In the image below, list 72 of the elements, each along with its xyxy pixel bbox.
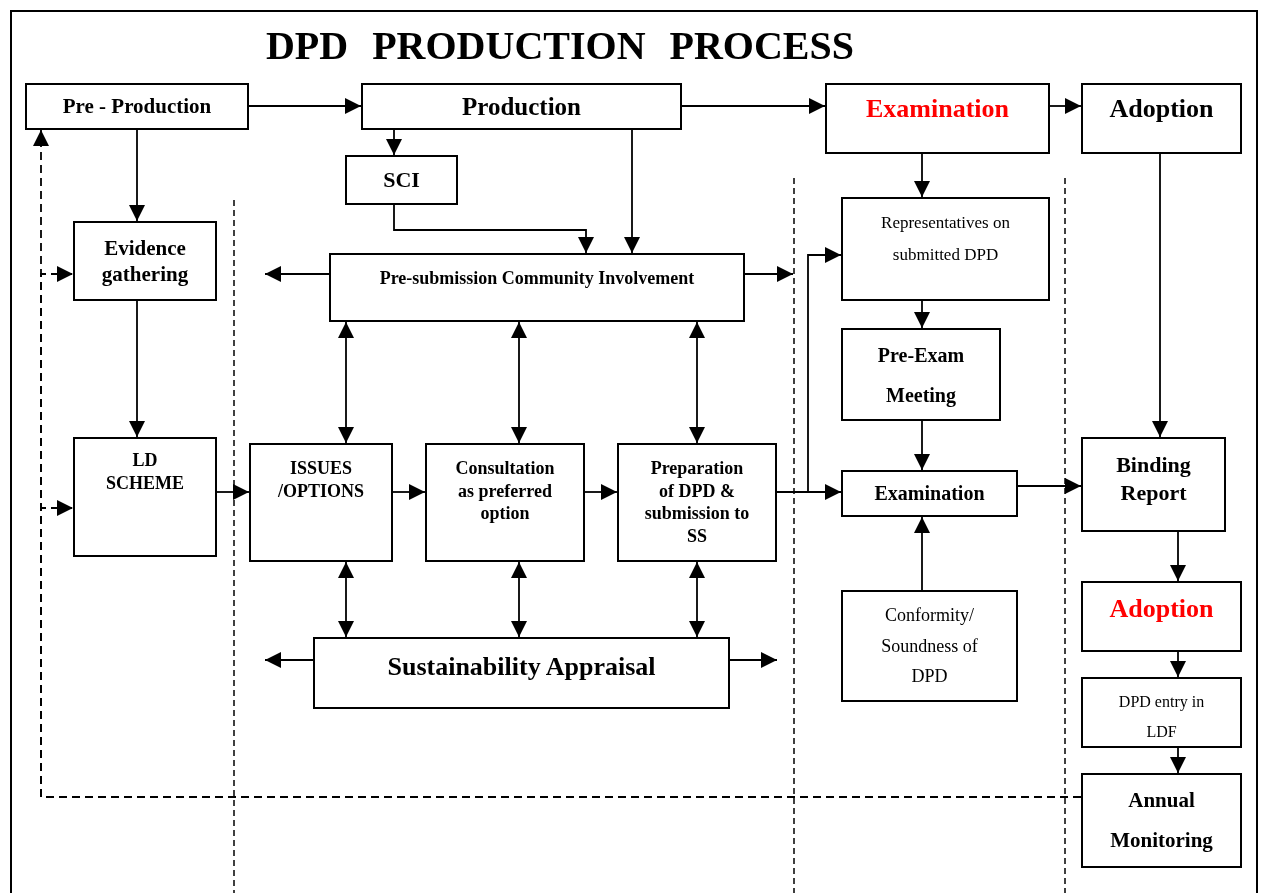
node-label: Pre-submission Community Involvement: [379, 267, 695, 290]
arrow: [1170, 747, 1186, 774]
arrow: [216, 484, 250, 500]
arrow: [729, 652, 778, 668]
arrow: [1170, 531, 1186, 582]
node-label: Examination: [866, 93, 1009, 125]
process-box: [1081, 677, 1242, 748]
arrow: [129, 129, 145, 222]
arrow: [914, 516, 930, 591]
process-box: [1081, 437, 1226, 532]
node-label: Examination: [874, 481, 985, 506]
process-box: [361, 83, 682, 130]
node-label: Annual Monitoring: [1109, 786, 1214, 854]
arrow: [392, 484, 426, 500]
node-label: DPD entry in LDF: [1117, 692, 1206, 743]
arrow: [1152, 153, 1168, 438]
arrow: [914, 153, 930, 198]
process-box: [841, 328, 1001, 421]
node-label: Representatives on submitted DPD: [880, 212, 1011, 267]
process-box: [73, 437, 217, 557]
node-label: Sustainability Appraisal: [387, 651, 656, 683]
arrow: [129, 300, 145, 438]
node-label: Pre - Production: [62, 93, 212, 120]
arrow: [1017, 478, 1082, 494]
node-label: SCI: [383, 166, 420, 194]
process-box: [425, 443, 585, 562]
process-box: [1081, 773, 1242, 868]
node-label: Adoption: [1109, 93, 1214, 125]
arrow: [776, 484, 842, 500]
node-label: Binding Report: [1115, 451, 1192, 506]
stage-box: [1081, 83, 1242, 154]
arrow: [248, 98, 362, 114]
arrow: [393, 204, 594, 254]
arrow: [386, 129, 402, 156]
node-label: Evidence gathering: [100, 234, 190, 288]
process-box: [25, 83, 249, 130]
arrow: [264, 652, 314, 668]
arrow: [624, 129, 640, 254]
arrow: [338, 321, 354, 444]
node-label: Pre-Exam Meeting: [876, 342, 966, 409]
arrow: [1170, 651, 1186, 678]
process-box: [345, 155, 458, 205]
process-box: [1081, 581, 1242, 652]
node-label: Production: [462, 91, 581, 122]
arrow: [914, 300, 930, 329]
arrow: [914, 420, 930, 471]
node-label: Conformity/ Soundness of DPD: [880, 604, 979, 689]
arrow: [689, 561, 705, 638]
node-label: Preparation of DPD & submission to SS: [643, 457, 751, 547]
process-box: [617, 443, 777, 562]
process-box: [841, 197, 1050, 301]
arrow: [264, 266, 330, 282]
process-box: [313, 637, 730, 709]
process-box: [249, 443, 393, 562]
arrow: [744, 266, 794, 282]
arrow: [1049, 98, 1082, 114]
arrow: [689, 321, 705, 444]
process-box: [841, 470, 1018, 517]
arrow: [511, 561, 527, 638]
arrow: [511, 321, 527, 444]
node-label: Consultation as preferred option: [454, 457, 556, 525]
process-box: [329, 253, 745, 322]
arrow: [681, 98, 826, 114]
arrow: [338, 561, 354, 638]
diagram-title: DPD PRODUCTION PROCESS: [264, 22, 855, 70]
process-box: [73, 221, 217, 301]
node-label: Adoption: [1109, 593, 1214, 625]
node-label: LD SCHEME: [105, 449, 185, 494]
arrow: [584, 484, 618, 500]
process-box: [841, 590, 1018, 702]
node-label: ISSUES /OPTIONS: [277, 457, 365, 502]
stage-box: [825, 83, 1050, 154]
